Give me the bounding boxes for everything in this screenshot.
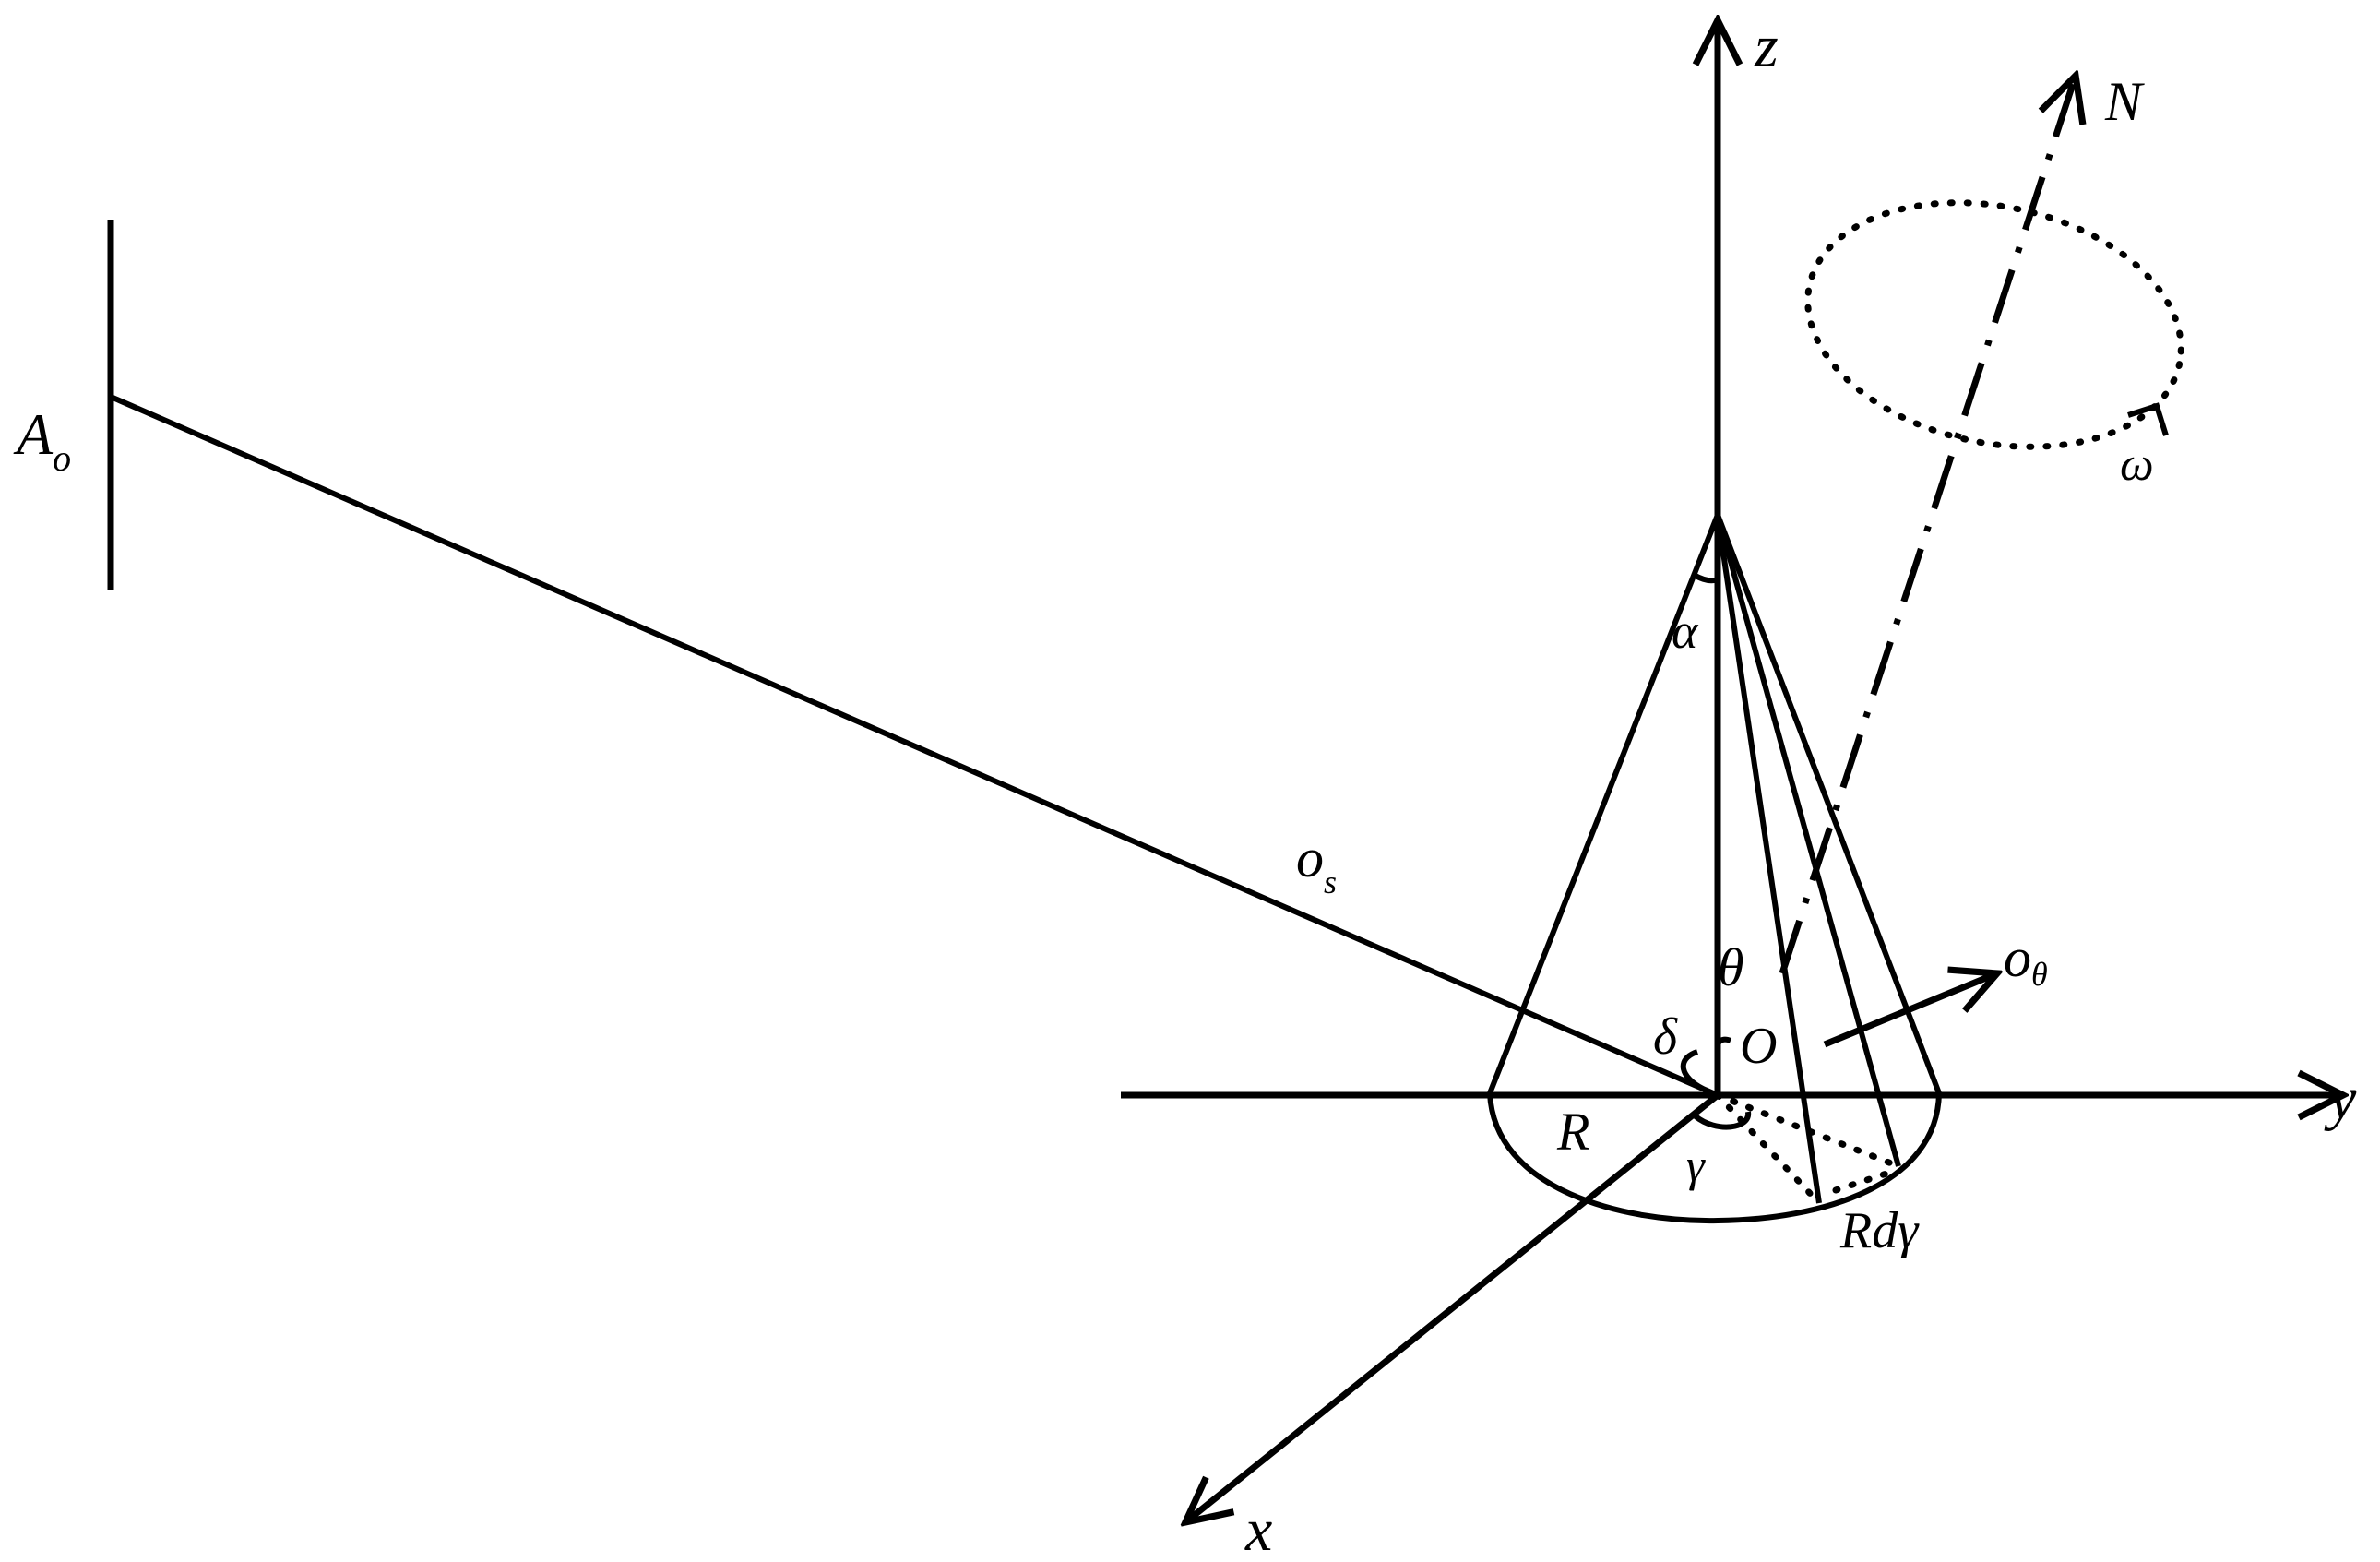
y-axis-label: y <box>2324 1065 2357 1132</box>
cone-generator-right <box>1715 513 1942 1095</box>
delta-angle-arc <box>1680 1049 1705 1091</box>
azimuth-label: γ <box>1686 1139 1706 1191</box>
theta-origin-arc <box>1715 1036 1732 1047</box>
arc-element-label: Rdγ <box>1839 1202 1920 1259</box>
z-axis-label: z <box>1754 13 1779 80</box>
delta-angle-label: δ <box>1653 1008 1678 1066</box>
normal-axis <box>1779 76 2076 975</box>
view-direction-label: oθ <box>2004 927 2048 993</box>
normal-axis-label: N <box>2104 71 2145 132</box>
cone-generator-1 <box>1715 514 1822 1204</box>
gamma-angle-arc <box>1694 1111 1752 1130</box>
radius-label: R <box>1556 1102 1589 1162</box>
spin-rate-label: ω <box>2120 438 2154 491</box>
cone-generator-left <box>1487 513 1720 1095</box>
line-of-sight <box>109 394 1720 1098</box>
cone-base-front-arc <box>1487 1092 1942 1224</box>
x-axis-label: x <box>1244 1496 1272 1562</box>
origin-label: O <box>1740 1018 1777 1075</box>
sight-line-label: os <box>1296 828 1337 900</box>
polar-angle-label: θ <box>1718 937 1744 997</box>
x-axis <box>1185 1092 1720 1522</box>
alpha-angle-arc <box>1692 572 1720 584</box>
base-radius-dotted-2 <box>1714 1091 1902 1170</box>
precession-arrow-icon <box>2127 402 2169 436</box>
cone-generator-2 <box>1715 514 1901 1167</box>
observer-label: Ao <box>13 401 71 479</box>
view-direction-arrow <box>1823 973 1997 1048</box>
precession-ellipse <box>1804 199 2184 450</box>
half-angle-label: α <box>1672 603 1699 659</box>
